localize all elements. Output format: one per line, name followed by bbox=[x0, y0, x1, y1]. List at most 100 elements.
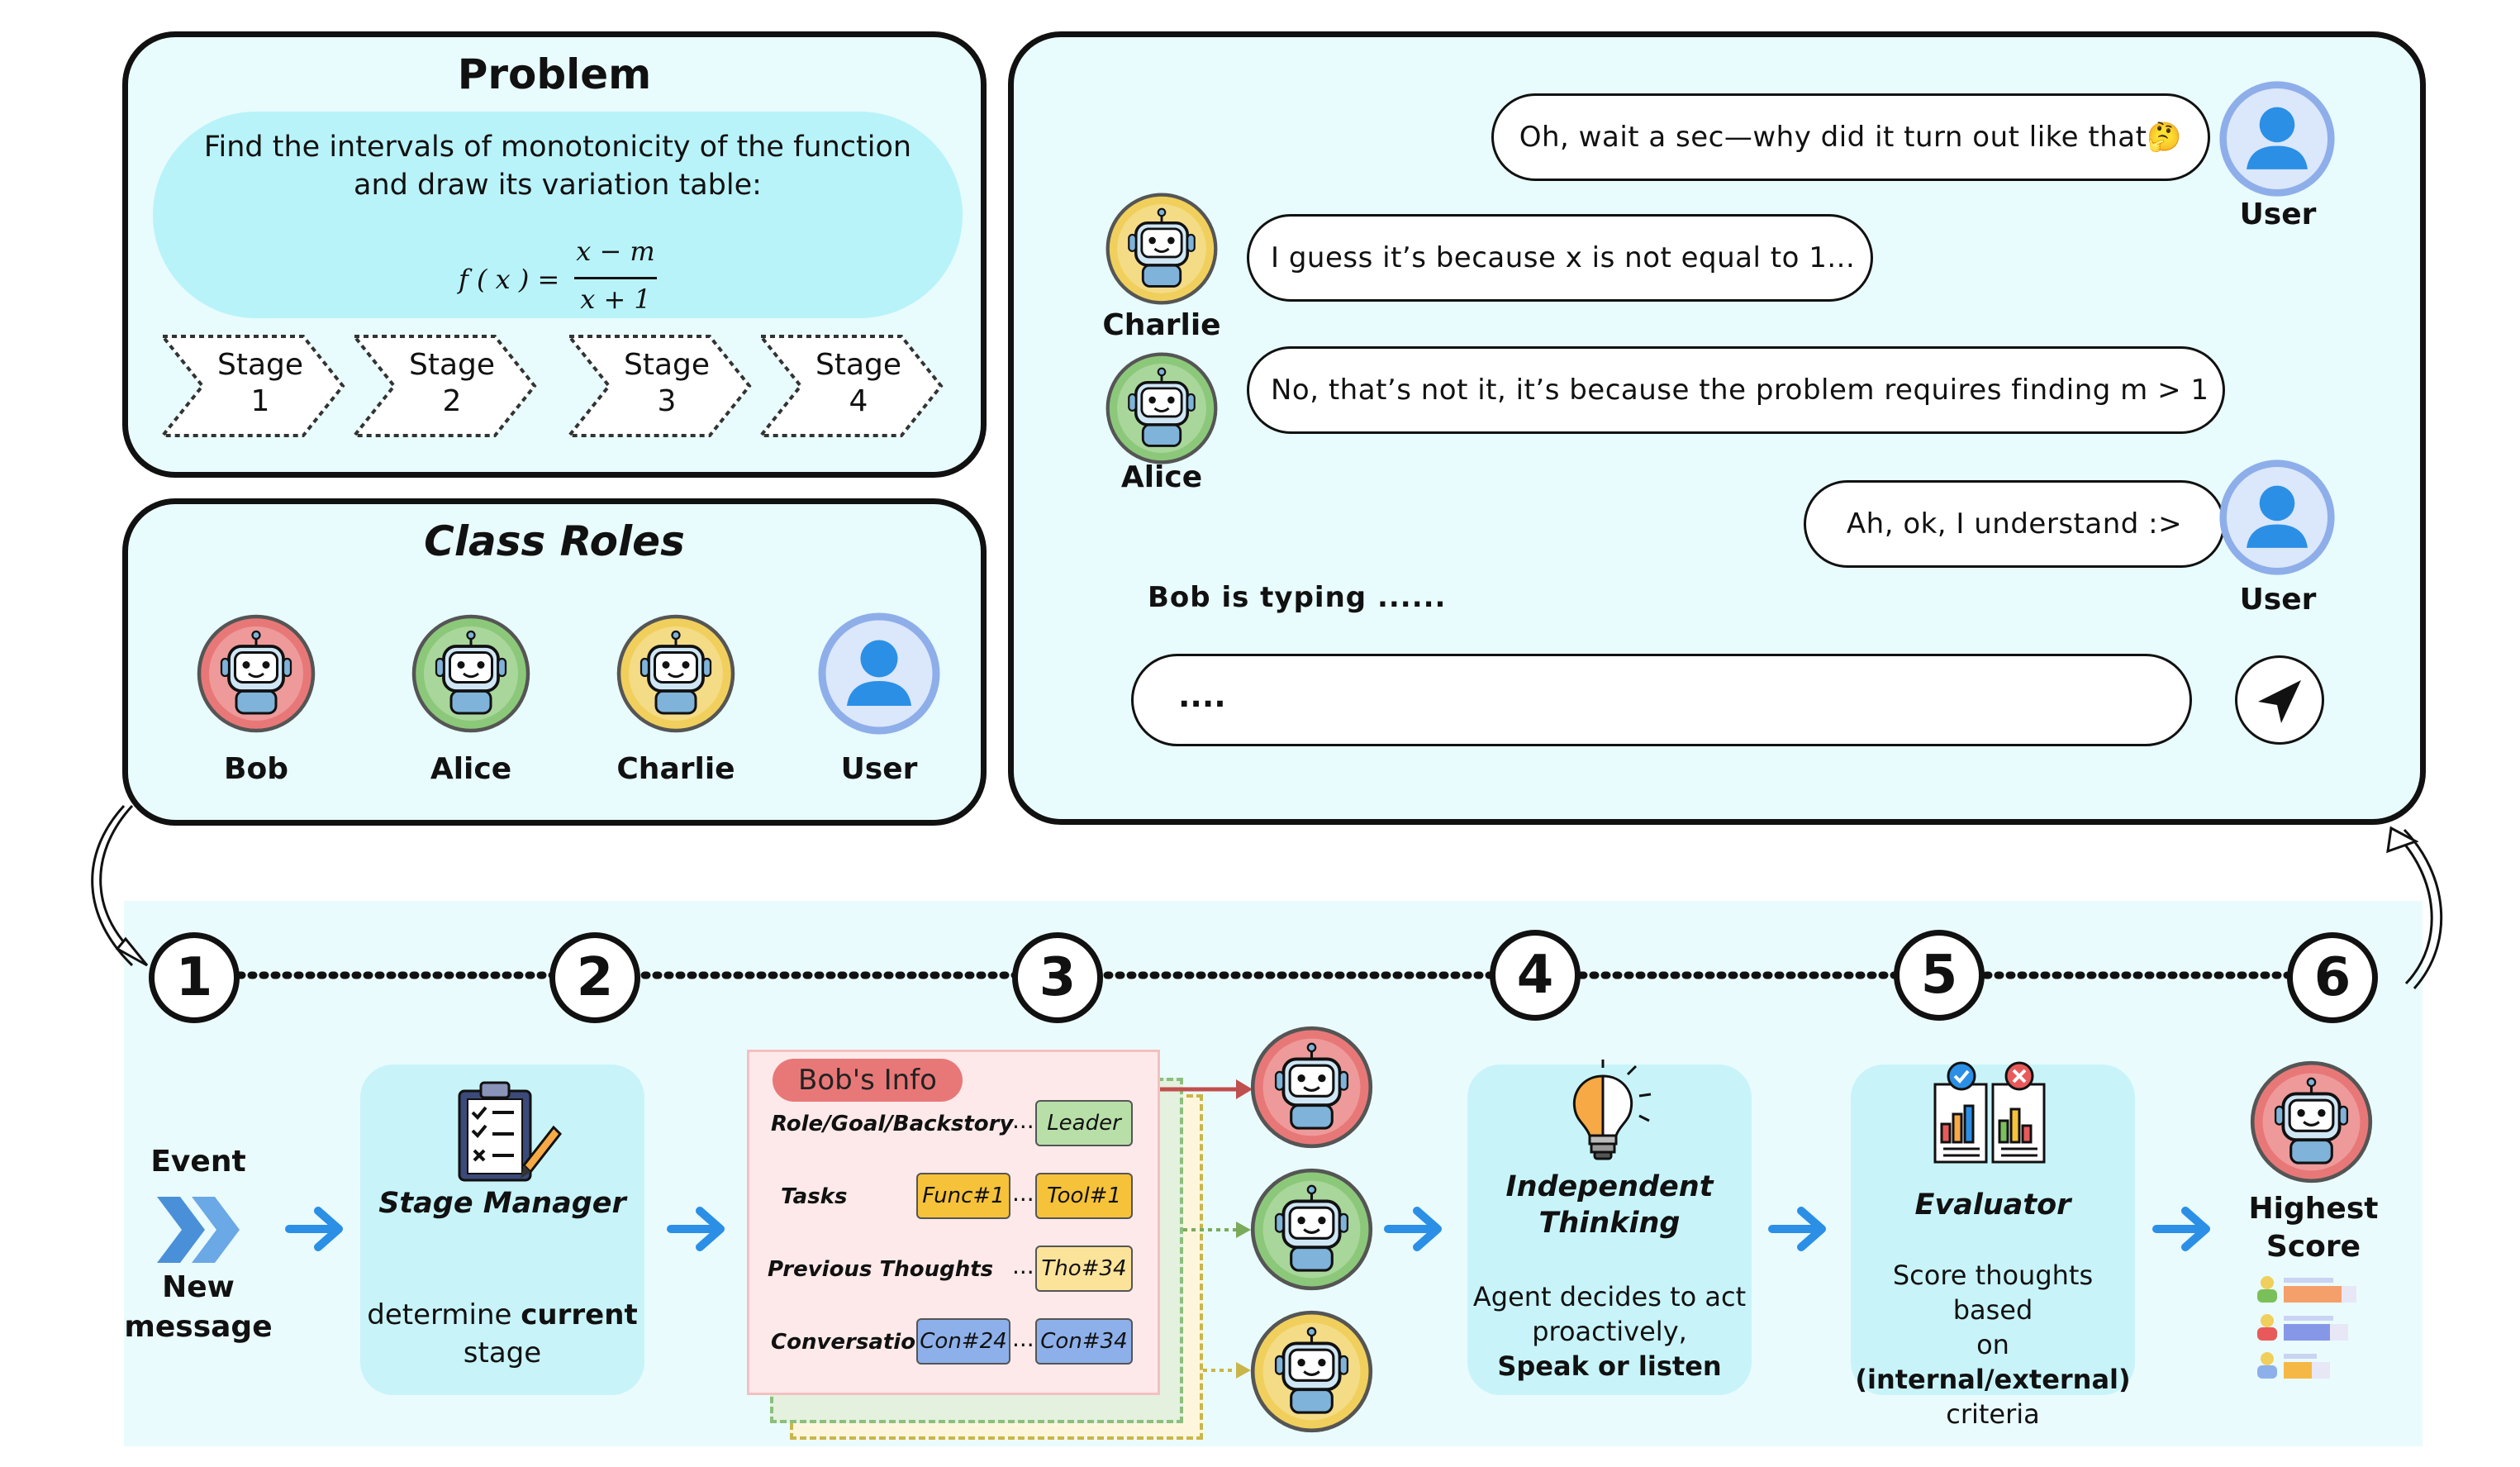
formula-lhs: f ( x ) = bbox=[459, 264, 560, 295]
role-bob-name: Bob bbox=[224, 752, 288, 786]
chat-message-user-1: Oh, wait a sec—why did it turn out like … bbox=[1491, 93, 2210, 181]
role-charlie-name: Charlie bbox=[616, 752, 735, 786]
info-tag: Tool#1 bbox=[1035, 1173, 1133, 1219]
stage-manager-desc-post: stage bbox=[463, 1336, 542, 1369]
independent-thinking-desc-line1: Agent decides to act bbox=[1472, 1281, 1747, 1312]
roles-to-pipeline-arrowhead bbox=[115, 936, 149, 967]
info-row-label: Role/Goal/Backstory bbox=[771, 1112, 1014, 1136]
new-message-label: New message bbox=[124, 1270, 273, 1344]
double-chevron-icon bbox=[157, 1197, 240, 1263]
stage-3-num: 3 bbox=[657, 384, 677, 418]
stage-chevron-4 bbox=[757, 335, 944, 437]
bobs-info-title: Bob's Info bbox=[773, 1059, 963, 1102]
arrow-right-icon bbox=[1384, 1207, 1442, 1251]
pipeline-to-chat-arrow bbox=[2394, 833, 2433, 985]
stage-4-num: 4 bbox=[849, 384, 868, 418]
robot-avatar-icon bbox=[2247, 1058, 2375, 1186]
user-avatar-icon bbox=[2218, 459, 2336, 576]
arrow-right-icon bbox=[285, 1207, 343, 1251]
step-3-circle: 3 bbox=[1012, 932, 1103, 1023]
problem-panel: Problem Find the intervals of monotonici… bbox=[122, 31, 987, 478]
class-roles-title: Class Roles bbox=[424, 517, 685, 565]
role-charlie[interactable]: Charlie bbox=[614, 612, 738, 786]
stage-manager-desc-pre: determine bbox=[367, 1298, 521, 1331]
event-label: Event bbox=[150, 1145, 246, 1179]
stage-manager-desc: determine current stage bbox=[360, 1296, 644, 1372]
role-alice-name: Alice bbox=[430, 752, 512, 786]
evaluator-desc-line3: criteria bbox=[1946, 1398, 2040, 1430]
info-tag: Con#34 bbox=[1035, 1318, 1133, 1365]
robot-avatar-icon bbox=[1248, 1165, 1376, 1293]
evaluator-desc-bold: (internal/external) bbox=[1855, 1364, 2131, 1395]
chat-input-field[interactable]: .... bbox=[1131, 654, 2192, 746]
info-ellipsis: ... bbox=[1012, 1179, 1034, 1207]
bobs-info-card: Bob's Info Role/Goal/Backstory ... Leade… bbox=[747, 1050, 1160, 1395]
robot-avatar-icon bbox=[1248, 1307, 1376, 1436]
stage-4: Stage 4 bbox=[801, 347, 916, 420]
info-tag: Con#24 bbox=[916, 1318, 1010, 1365]
highest-score-label: Highest Score bbox=[2223, 1190, 2404, 1266]
stage-chevron-3 bbox=[565, 335, 752, 437]
chat-message-charlie: I guess it’s because x is not equal to 1… bbox=[1247, 214, 1873, 302]
role-user-name: User bbox=[840, 752, 918, 786]
robot-avatar-icon bbox=[1103, 190, 1220, 307]
fraction-bar bbox=[574, 277, 657, 279]
step-4-circle: 4 bbox=[1490, 930, 1581, 1021]
formula-numerator: x − m bbox=[576, 236, 655, 267]
evaluator-desc-on: on bbox=[1976, 1329, 2009, 1360]
send-icon bbox=[2258, 680, 2301, 723]
class-roles-panel: Class Roles Bob Alice bbox=[122, 498, 987, 826]
chat-message-alice: No, that’s not it, it’s because the prob… bbox=[1247, 346, 2225, 434]
step-1-circle: 1 bbox=[149, 932, 240, 1023]
independent-thinking-title: Independent Thinking bbox=[1467, 1169, 1752, 1241]
robot-avatar-icon bbox=[1248, 1023, 1376, 1151]
chat-input-value: .... bbox=[1178, 678, 1226, 714]
stage-manager-desc-bold: current bbox=[521, 1298, 638, 1331]
problem-title: Problem bbox=[457, 50, 652, 98]
robot-avatar-icon bbox=[409, 612, 533, 736]
stage-2: Stage 2 bbox=[394, 347, 510, 420]
info-row-label: Conversation bbox=[771, 1330, 931, 1355]
evaluator-desc-line1: Score thoughts based bbox=[1892, 1260, 2094, 1326]
stage-chevrons bbox=[159, 335, 944, 437]
robot-avatar-icon bbox=[194, 612, 318, 736]
pipeline-to-chat-arrowhead bbox=[2386, 826, 2419, 854]
role-user[interactable]: User bbox=[817, 612, 941, 786]
info-ellipsis: ... bbox=[1012, 1252, 1034, 1279]
stage-chevron-2 bbox=[350, 335, 537, 437]
chat-speaker-user-1: User bbox=[2239, 198, 2317, 231]
robot-avatar-icon bbox=[1103, 350, 1220, 467]
formula-denominator: x + 1 bbox=[580, 283, 651, 315]
stage-2-label: Stage bbox=[408, 348, 496, 382]
highest-score-line1: Highest bbox=[2248, 1192, 2379, 1226]
independent-thinking-title-line2: Thinking bbox=[1538, 1207, 1681, 1240]
info-ellipsis: ... bbox=[1012, 1325, 1034, 1352]
info-row-label: Previous Thoughts bbox=[768, 1257, 994, 1282]
user-avatar-icon bbox=[817, 612, 941, 736]
robot-avatar-icon bbox=[614, 612, 738, 736]
chat-message-user-2: Ah, ok, I understand :> bbox=[1804, 480, 2225, 568]
clipboard-checklist-icon bbox=[458, 1081, 562, 1182]
independent-thinking-desc-line2: proactively, bbox=[1532, 1316, 1687, 1347]
role-alice[interactable]: Alice bbox=[409, 612, 533, 786]
user-avatar-icon bbox=[2218, 80, 2336, 198]
send-button[interactable] bbox=[2235, 655, 2324, 745]
info-ellipsis: ... bbox=[1012, 1107, 1034, 1134]
independent-thinking-desc: Agent decides to act proactively, Speak … bbox=[1467, 1279, 1752, 1384]
highest-score-line2: Score bbox=[2266, 1230, 2361, 1264]
stage-1-label: Stage bbox=[216, 348, 304, 382]
step-5-circle: 5 bbox=[1894, 930, 1985, 1021]
info-row-label: Tasks bbox=[781, 1184, 848, 1209]
stage-1-num: 1 bbox=[250, 384, 270, 418]
leaderboard-icon bbox=[2257, 1276, 2356, 1379]
step-2-circle: 2 bbox=[549, 932, 640, 1023]
independent-thinking-desc-bold: Speak or listen bbox=[1497, 1350, 1722, 1382]
stage-chevron-1 bbox=[159, 335, 345, 437]
evaluator-desc: Score thoughts based on (internal/extern… bbox=[1851, 1258, 2135, 1431]
role-bob[interactable]: Bob bbox=[194, 612, 318, 786]
chat-speaker-alice: Alice bbox=[1120, 460, 1203, 494]
stage-2-num: 2 bbox=[442, 384, 462, 418]
info-tag: Leader bbox=[1035, 1100, 1133, 1146]
formula: f ( x ) = x − m x + 1 bbox=[459, 236, 756, 318]
